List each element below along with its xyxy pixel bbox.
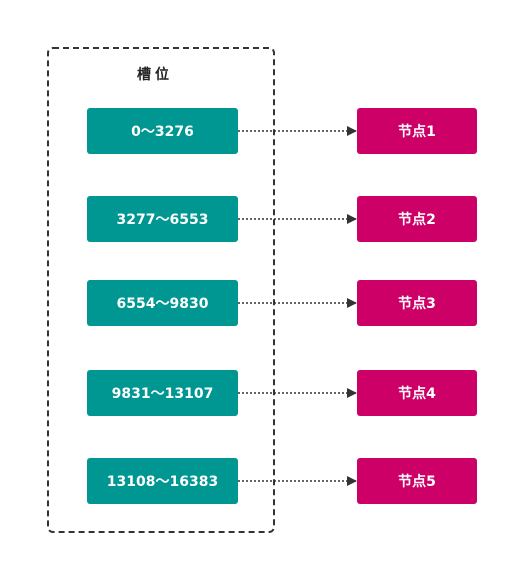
slot-group-box [47, 47, 275, 533]
node-box: 节点3 [357, 280, 477, 326]
slot-range-box: 9831～13107 [87, 370, 238, 416]
slot-range-box: 3277～6553 [87, 196, 238, 242]
slot-range-box: 6554～9830 [87, 280, 238, 326]
slot-group-title: 槽位 [137, 67, 173, 83]
node-box: 节点2 [357, 196, 477, 242]
slot-range-box: 0～3276 [87, 108, 238, 154]
slot-range-box: 13108～16383 [87, 458, 238, 504]
node-box: 节点1 [357, 108, 477, 154]
node-box: 节点5 [357, 458, 477, 504]
node-box: 节点4 [357, 370, 477, 416]
